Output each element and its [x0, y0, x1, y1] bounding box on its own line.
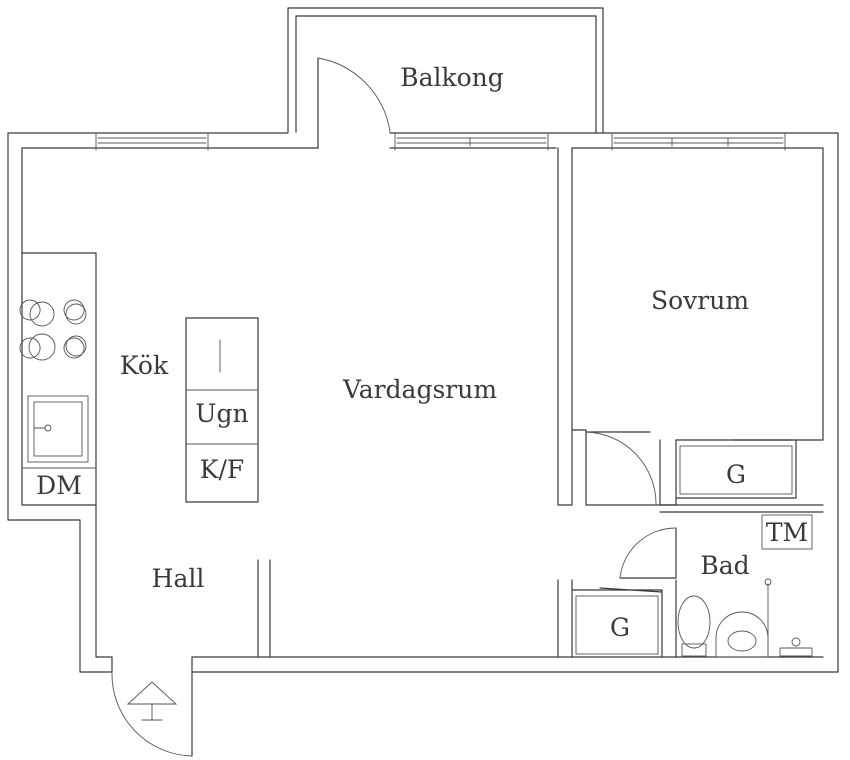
interior-doors [585, 431, 793, 593]
washing-machine-icon [761, 514, 813, 550]
windows [95, 132, 786, 151]
sink-icon [27, 395, 89, 463]
kitchen-counter [19, 252, 97, 506]
label-tm: TM [766, 518, 808, 547]
stove-icon [28, 301, 87, 361]
room-label-hall: Hall [152, 564, 205, 593]
label-ugn: Ugn [195, 399, 248, 428]
entrance-door [111, 656, 193, 757]
label-dm: DM [36, 471, 82, 500]
washbasin-icon [715, 611, 769, 658]
shower-icon [764, 578, 813, 658]
room-label-bad: Bad [700, 551, 749, 580]
kitchen-island [185, 317, 259, 503]
room-label-sovrum: Sovrum [651, 286, 749, 315]
label-garderob-sovrum: G [726, 460, 746, 489]
room-label-vardagsrum: Vardagsrum [342, 375, 497, 404]
interior-walls [257, 147, 824, 658]
room-label-balkong: Balkong [400, 63, 504, 92]
label-kf: K/F [200, 455, 244, 484]
label-garderob-hall: G [610, 613, 630, 642]
toilet-icon [677, 595, 711, 657]
wardrobe-hall [575, 595, 659, 655]
balcony-outline [287, 7, 604, 133]
room-label-kok: Kök [120, 351, 169, 380]
wardrobe-sovrum [679, 445, 793, 495]
balcony-door [317, 57, 391, 149]
